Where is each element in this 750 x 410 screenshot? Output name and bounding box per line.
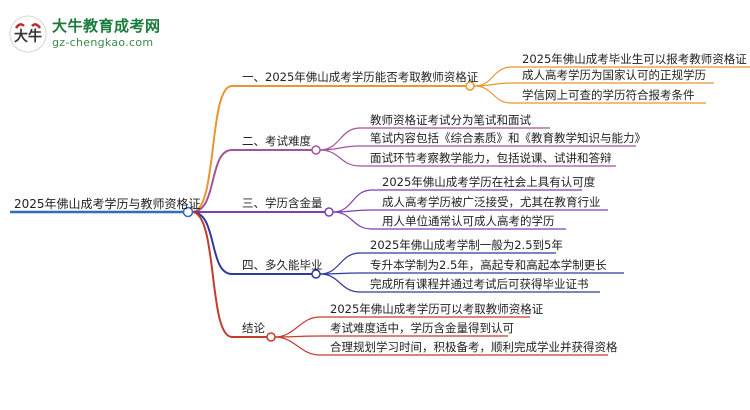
branch-label-3: 三、学历含金量 bbox=[242, 196, 323, 210]
root-node-circle bbox=[182, 206, 194, 218]
leaf-label: 用人单位通常认可成人高考的学历 bbox=[382, 214, 555, 228]
leaf-connector bbox=[332, 189, 373, 213]
leaf-label: 合理规划学习时间，积极备考，顺利完成学业并获得资格 bbox=[330, 340, 618, 354]
root-node-label: 2025年佛山成考学历与教师资格证 bbox=[14, 197, 201, 211]
leaf-label: 专升本学制为2.5年，高起专和高起本学制更长 bbox=[370, 258, 607, 272]
leaf-connector bbox=[473, 85, 513, 104]
branch-connector bbox=[191, 85, 233, 213]
branch-node-circle bbox=[266, 332, 276, 342]
leaf-label: 成人高考学历被广泛接受，尤其在教育行业 bbox=[382, 195, 601, 209]
leaf-connector bbox=[319, 273, 361, 293]
branch-node-circle bbox=[324, 207, 334, 217]
branch-node-circle bbox=[465, 81, 475, 91]
leaf-label: 2025年佛山成考学制一般为2.5到5年 bbox=[370, 238, 563, 252]
branch-label-1: 一、2025年佛山成考学历能否考取教师资格证 bbox=[242, 70, 479, 84]
branch-node-circle bbox=[311, 269, 321, 279]
leaf-connector bbox=[274, 316, 321, 338]
leaf-connector bbox=[319, 145, 361, 151]
leaf-label: 2025年佛山成考毕业生可以报考教师资格证 bbox=[522, 52, 747, 66]
bull-logo-icon: 大牛 bbox=[9, 15, 47, 53]
branch-label-4: 四、多久能毕业 bbox=[242, 258, 323, 272]
leaf-connector bbox=[473, 82, 513, 87]
branch-connector bbox=[191, 211, 233, 338]
leaf-label: 2025年佛山成考学历在社会上具有认可度 bbox=[382, 175, 596, 189]
leaf-label: 教师资格证考试分为笔试和面试 bbox=[370, 113, 531, 127]
logo-mark-text: 大牛 bbox=[14, 28, 42, 45]
leaf-connector bbox=[274, 336, 321, 356]
branch-connector bbox=[191, 149, 233, 213]
leaf-label: 成人高考学历为国家认可的正规学历 bbox=[522, 68, 706, 82]
leaf-connector bbox=[332, 211, 373, 230]
leaf-label: 学信网上可查的学历符合报考条件 bbox=[522, 88, 695, 102]
branch-connector bbox=[191, 211, 233, 275]
leaf-label: 面试环节考察教学能力，包括说课、试讲和答辩 bbox=[370, 151, 612, 165]
logo-title: 大牛教育成考网 bbox=[52, 17, 161, 35]
leaf-label: 完成所有课程并通过考试后可获得毕业证书 bbox=[370, 277, 589, 291]
site-logo[interactable]: 大牛 大牛教育成考网 gz-chengkao.com bbox=[8, 12, 168, 54]
leaf-connector bbox=[319, 149, 361, 167]
leaf-label: 考试难度适中，学历含金量得到认可 bbox=[330, 321, 514, 335]
leaf-label: 笔试内容包括《综合素质》和《教育教学知识与能力》 bbox=[370, 131, 646, 145]
branch-label-5: 结论 bbox=[242, 321, 265, 335]
leaf-connector bbox=[319, 252, 361, 275]
logo-url: gz-chengkao.com bbox=[52, 36, 154, 49]
branch-node-circle bbox=[311, 145, 321, 155]
leaf-label: 2025年佛山成考学历可以考取教师资格证 bbox=[330, 302, 544, 316]
branch-label-2: 二、考试难度 bbox=[242, 134, 311, 148]
